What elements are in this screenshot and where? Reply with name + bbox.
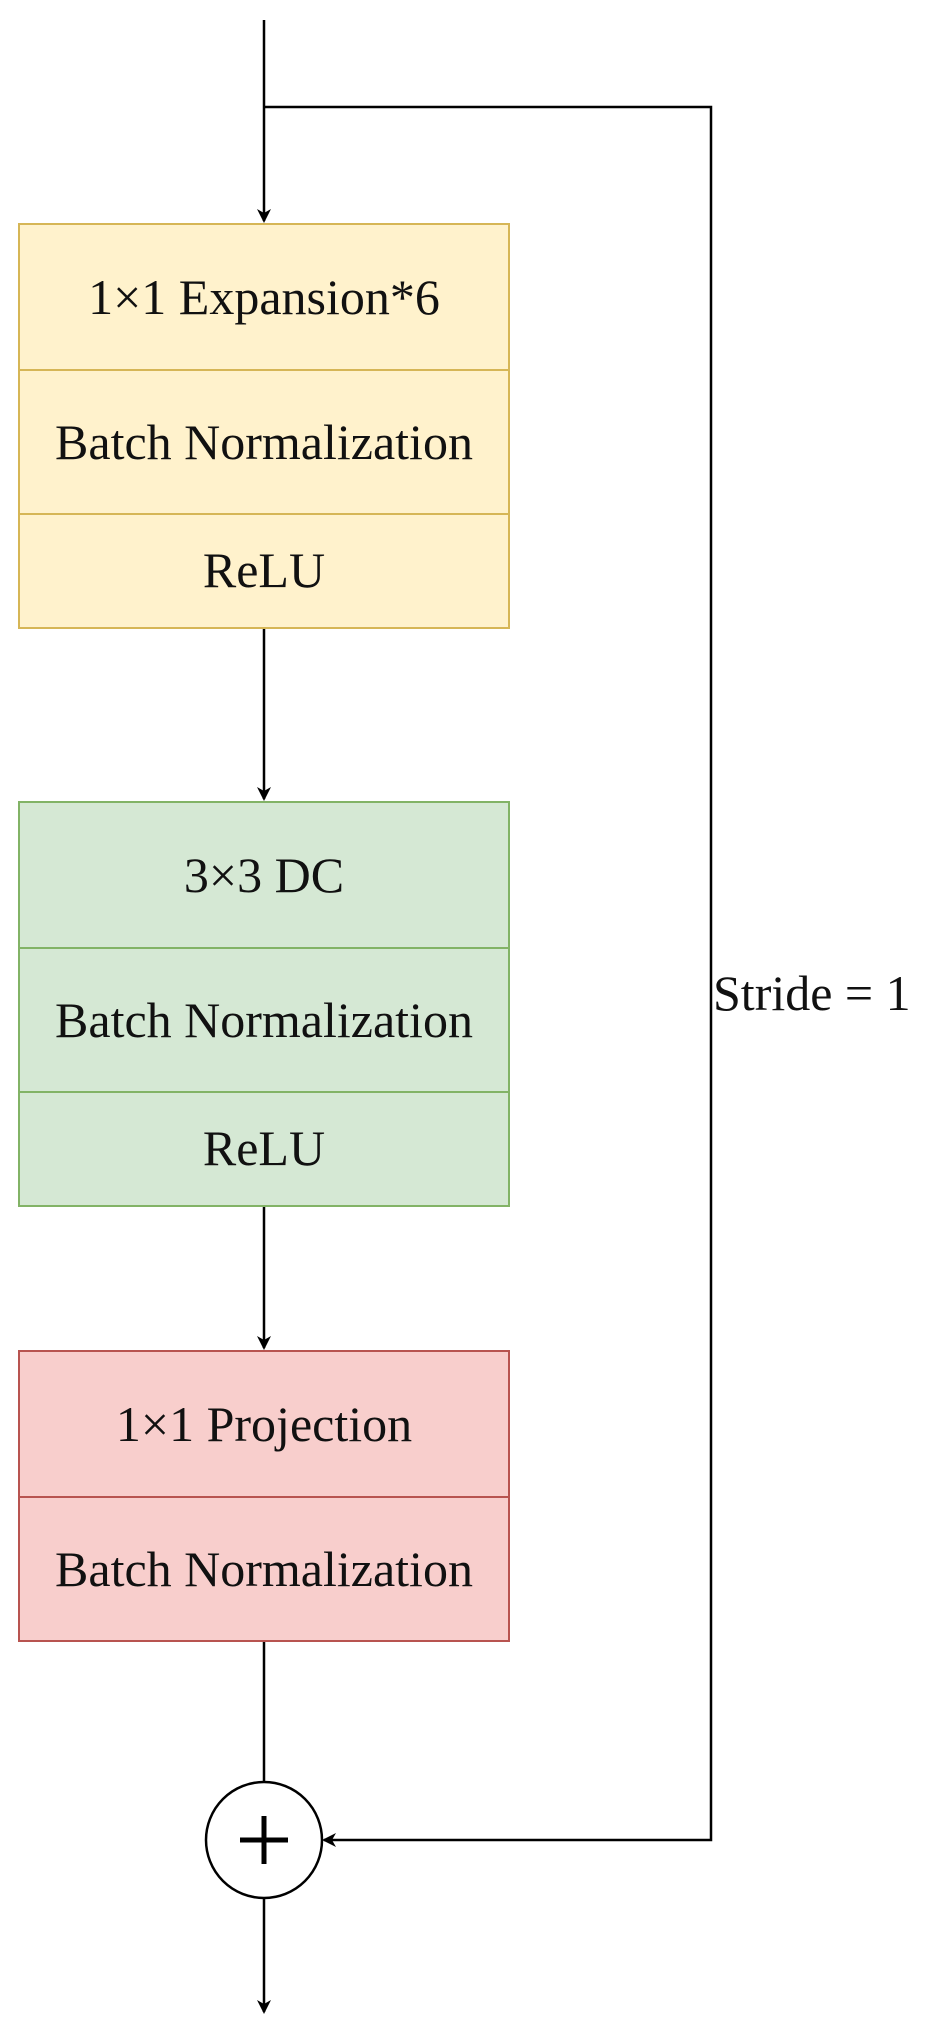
expansion-relu: ReLU: [20, 513, 508, 625]
depthwise-block: 3×3 DC Batch Normalization ReLU: [18, 801, 510, 1207]
expansion-block: 1×1 Expansion*6 Batch Normalization ReLU: [18, 223, 510, 629]
projection-layer: 1×1 Projection: [115, 1396, 413, 1452]
projection-batch-norm: Batch Normalization: [20, 1496, 508, 1640]
depthwise-conv-layer: 3×3 DC: [183, 847, 345, 903]
skip-connection-path: [264, 105, 713, 1847]
expansion-batch-norm: Batch Normalization: [20, 369, 508, 513]
projection-block: 1×1 Projection Batch Normalization: [18, 1350, 510, 1642]
depthwise-batch-norm: Batch Normalization: [20, 947, 508, 1091]
depthwise-relu: ReLU: [20, 1091, 508, 1203]
expansion-layer: 1×1 Expansion*6: [88, 269, 440, 325]
skip-connection-label: Stride = 1: [713, 965, 911, 1021]
